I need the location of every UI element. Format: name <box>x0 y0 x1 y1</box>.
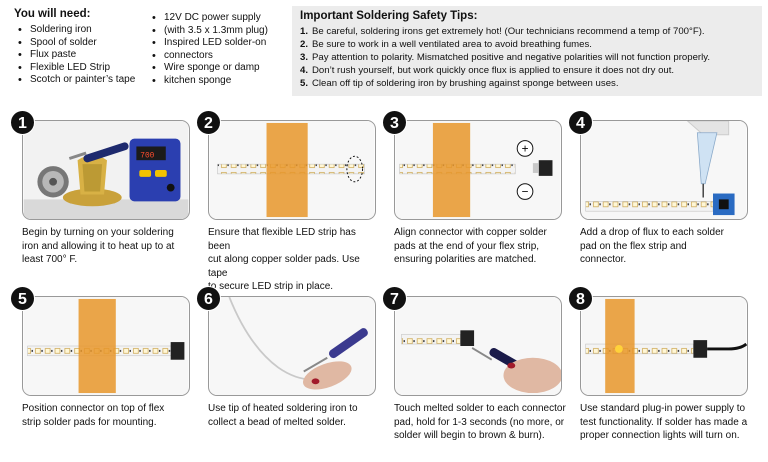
solder-bead-illustration <box>209 297 375 395</box>
tip-text: Be sure to work in a well ventilated are… <box>312 39 592 51</box>
material-item: 12V DC power supply <box>148 12 268 25</box>
step-3-photo: + − <box>394 120 562 220</box>
caption-line: test functionality. If solder has made a <box>580 416 748 428</box>
caption-line: Touch melted solder to each connector <box>394 403 566 414</box>
materials-title: You will need: <box>14 8 91 20</box>
step-4-card: 4 Add a drop of flux to each solder pad … <box>568 110 748 280</box>
step-7-photo <box>394 296 562 396</box>
flux-application-illustration <box>581 121 747 219</box>
caption-line: cut along copper solder pads. Use tape <box>208 254 360 279</box>
tip-number: 5. <box>300 78 309 90</box>
connector-alignment-illustration: + − <box>395 121 561 219</box>
material-item-continued: kitchen sponge <box>148 75 268 88</box>
step-4-photo <box>580 120 748 220</box>
step-5-caption: Position connector on top of flex strip … <box>22 402 194 429</box>
materials-column-1: Soldering iron Spool of solder Flux past… <box>14 24 135 87</box>
step-4-caption: Add a drop of flux to each solder pad on… <box>580 226 752 267</box>
tip-text: Be careful, soldering irons get extremel… <box>312 26 705 37</box>
safety-tips-panel: Important Soldering Safety Tips: 1.Be ca… <box>292 6 762 96</box>
tip-number: 2. <box>300 39 309 51</box>
step-7-badge: 7 <box>382 286 407 311</box>
safety-tip: 2.Be sure to work in a well ventilated a… <box>300 38 760 51</box>
step-2-photo <box>208 120 376 220</box>
material-item: Flux paste <box>14 49 135 62</box>
caption-line: iron and allowing it to heat up to at <box>22 240 175 252</box>
step-6-photo <box>208 296 376 396</box>
safety-tip: 3.Pay attention to polarity. Mismatched … <box>300 51 760 64</box>
caption-line: pad on the flex strip and <box>580 240 687 252</box>
material-item-continued: (with 3.5 x 1.3mm plug) <box>148 25 268 38</box>
caption-line: Align connector with copper solder <box>394 227 547 238</box>
caption-line: Ensure that flexible LED strip has been <box>208 227 356 252</box>
soldering-station-illustration: 700 <box>23 121 189 219</box>
step-2-caption: Ensure that flexible LED strip has been … <box>208 226 380 294</box>
step-2-card: 2 Ensure that flexible LED strip has bee… <box>196 110 376 292</box>
tip-text: Clean off tip of soldering iron by brush… <box>312 78 619 90</box>
step-7-card: 7 Touch melted solder to each connector … <box>382 286 566 456</box>
step-1-caption: Begin by turning on your soldering iron … <box>22 226 194 267</box>
step-8-card: 8 Use standard plug-in power supply to t… <box>568 286 748 456</box>
step-6-card: 6 Use tip of heated soldering iron to co… <box>196 286 376 456</box>
step-8-badge: 8 <box>568 286 593 311</box>
material-item: Soldering iron <box>14 24 135 37</box>
step-1-badge: 1 <box>10 110 35 135</box>
positive-polarity-label: + <box>522 142 529 155</box>
step-2-badge: 2 <box>196 110 221 135</box>
negative-polarity-label: − <box>522 185 529 198</box>
caption-line: strip solder pads for mounting. <box>22 416 157 428</box>
materials-list: You will need: Soldering iron Spool of s… <box>10 6 290 102</box>
material-item: Flexible LED Strip <box>14 62 135 75</box>
caption-line: connector. <box>580 254 627 265</box>
caption-line: to secure LED strip in place. <box>208 281 334 292</box>
caption-line: solder will begin to brown & burn). <box>394 430 545 441</box>
caption-line: ensuring polarities are matched. <box>394 254 537 265</box>
svg-text:700: 700 <box>140 151 154 160</box>
step-8-photo <box>580 296 748 396</box>
step-6-caption: Use tip of heated soldering iron to coll… <box>208 402 380 429</box>
safety-tip: 4.Don’t rush yourself, but work quickly … <box>300 64 760 77</box>
step-3-card: 3 + − Align connector with copper solder… <box>382 110 562 280</box>
tip-number: 4. <box>300 65 309 77</box>
material-item: Spool of solder <box>14 37 135 50</box>
step-3-badge: 3 <box>382 110 407 135</box>
tip-number: 1. <box>300 26 309 37</box>
caption-line: Use standard plug-in power supply to <box>580 403 746 414</box>
caption-line: collect a bead of melted solder. <box>208 416 346 428</box>
safety-tips-list: 1.Be careful, soldering irons get extrem… <box>300 25 760 90</box>
caption-line: proper connection lights will turn on. <box>580 430 740 441</box>
step-5-card: 5 Position connector on top of flex stri… <box>10 286 190 456</box>
caption-line: pads at the end of your flex strip, <box>394 240 540 252</box>
step-5-badge: 5 <box>10 286 35 311</box>
material-item: Scotch or painter’s tape <box>14 74 135 87</box>
safety-tips-title: Important Soldering Safety Tips: <box>300 10 478 22</box>
material-item: Wire sponge or damp <box>148 62 268 75</box>
step-1-photo: 700 <box>22 120 190 220</box>
taped-led-strip-illustration <box>209 121 375 219</box>
step-6-badge: 6 <box>196 286 221 311</box>
connector-mounted-illustration <box>23 297 189 395</box>
caption-line: Position connector on top of flex <box>22 403 165 414</box>
caption-line: Begin by turning on your soldering <box>22 227 174 238</box>
step-7-caption: Touch melted solder to each connector pa… <box>394 402 566 443</box>
tip-text: Pay attention to polarity. Mismatched po… <box>312 52 710 64</box>
safety-tip: 5.Clean off tip of soldering iron by bru… <box>300 77 760 90</box>
material-item-continued: connectors <box>148 50 268 63</box>
caption-line: pad, hold for 1-3 seconds (no more, or <box>394 416 565 428</box>
material-item: Inspired LED solder-on <box>148 37 268 50</box>
lit-led-strip-illustration <box>581 297 747 395</box>
materials-column-2: 12V DC power supply (with 3.5 x 1.3mm pl… <box>148 12 268 88</box>
tip-text: Don’t rush yourself, but work quickly on… <box>312 65 675 77</box>
step-3-caption: Align connector with copper solder pads … <box>394 226 566 267</box>
step-5-photo <box>22 296 190 396</box>
safety-tip: 1.Be careful, soldering irons get extrem… <box>300 25 760 38</box>
caption-line: least 700° F. <box>22 254 78 265</box>
step-1-card: 1 700 Begin by turning on your solderi <box>10 110 190 280</box>
step-8-caption: Use standard plug-in power supply to tes… <box>580 402 752 443</box>
soldering-connector-illustration <box>395 297 561 395</box>
tip-number: 3. <box>300 52 309 64</box>
caption-line: Use tip of heated soldering iron to <box>208 403 358 414</box>
caption-line: Add a drop of flux to each solder <box>580 227 724 238</box>
step-4-badge: 4 <box>568 110 593 135</box>
